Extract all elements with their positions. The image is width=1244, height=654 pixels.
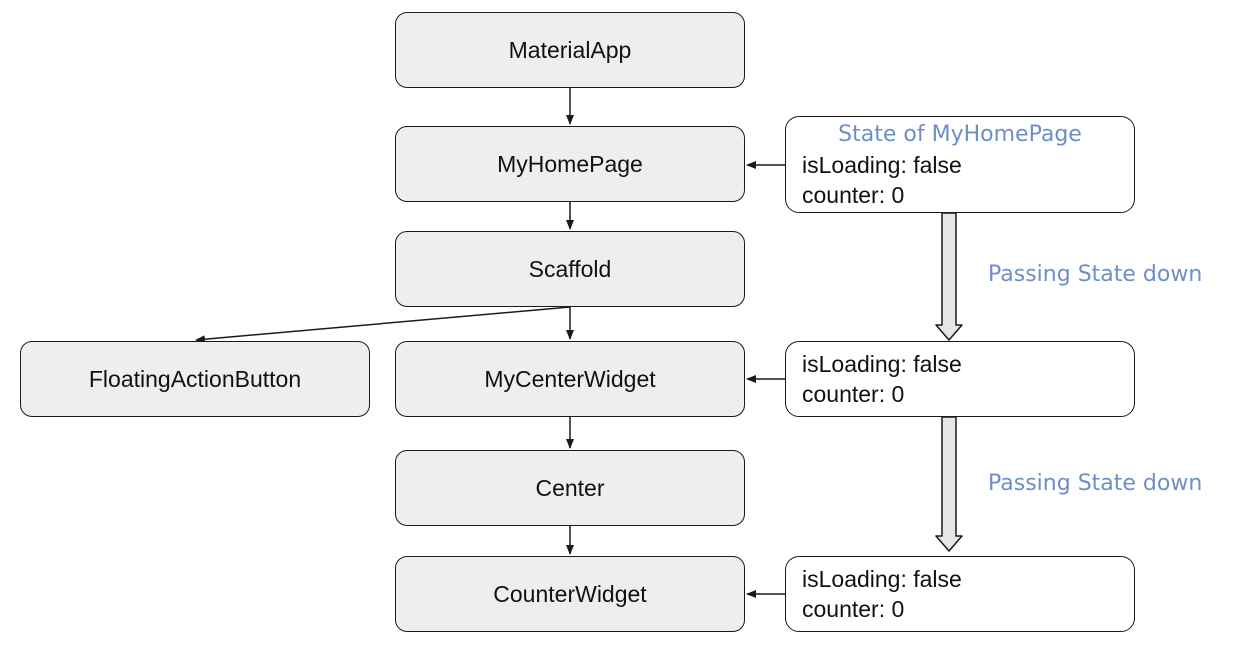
state-title: State of MyHomePage: [838, 122, 1082, 147]
state-isloading: isLoading: false: [802, 566, 962, 592]
node-floatingactionbutton: FloatingActionButton: [20, 341, 370, 417]
node-label: Center: [535, 474, 605, 501]
node-center: Center: [395, 450, 745, 526]
state-box-mycenterwidget: isLoading: false counter: 0: [785, 341, 1135, 417]
passing-state-arrow-2: [935, 416, 963, 552]
node-label: FloatingActionButton: [88, 365, 302, 392]
state-counter: counter: 0: [802, 182, 905, 208]
edge-scaffold-to-fab: [195, 306, 571, 344]
node-scaffold: Scaffold: [395, 231, 745, 307]
node-counterwidget: CounterWidget: [395, 556, 745, 632]
passing-state-arrow-1: [935, 212, 963, 341]
passing-state-label-1: Passing State down: [988, 262, 1203, 287]
node-mycenterwidget: MyCenterWidget: [395, 341, 745, 417]
node-label: CounterWidget: [493, 580, 647, 607]
node-materialapp: MaterialApp: [395, 12, 745, 88]
node-label: MyCenterWidget: [484, 365, 656, 392]
passing-state-label-2: Passing State down: [988, 471, 1203, 496]
state-isloading: isLoading: false: [802, 351, 962, 377]
node-label: Scaffold: [528, 255, 612, 282]
state-isloading: isLoading: false: [802, 152, 962, 178]
state-counter: counter: 0: [802, 596, 905, 622]
node-label: MaterialApp: [508, 36, 632, 63]
node-label: MyHomePage: [497, 150, 643, 177]
node-myhomepage: MyHomePage: [395, 126, 745, 202]
state-counter: counter: 0: [802, 381, 905, 407]
state-box-counterwidget: isLoading: false counter: 0: [785, 556, 1135, 632]
state-box-myhomepage: State of MyHomePage isLoading: false cou…: [785, 116, 1135, 213]
